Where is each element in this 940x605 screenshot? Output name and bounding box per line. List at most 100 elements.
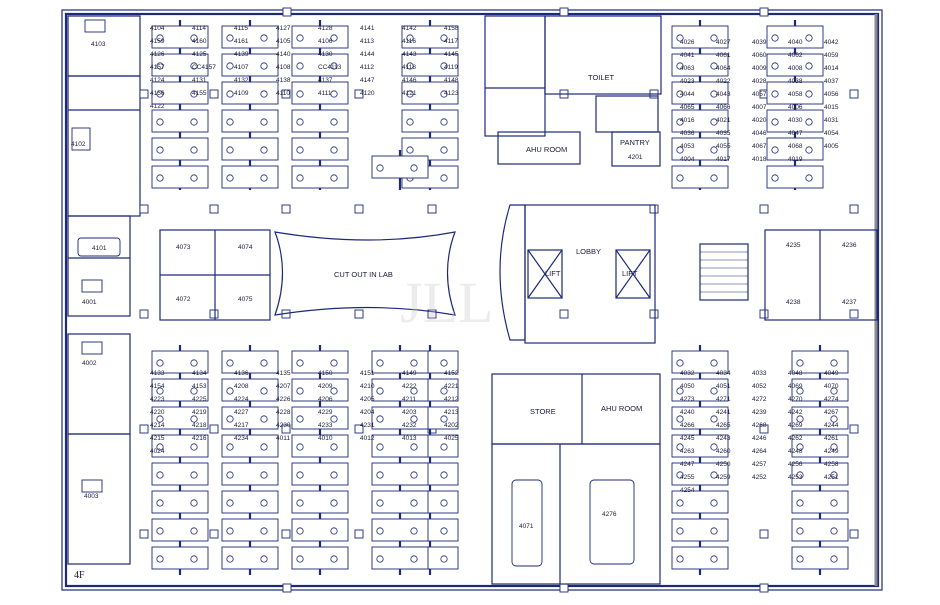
- desk-label: 4138: [276, 77, 291, 84]
- desk-label: 4202: [444, 422, 459, 429]
- desk-label: 4043: [716, 91, 731, 98]
- meeting-room-left: 4071: [519, 523, 534, 530]
- desk-label: 4035: [716, 130, 731, 137]
- desk-label: 4159: [150, 38, 165, 45]
- desk-label: 4223: [150, 396, 165, 403]
- lobby-core: [499, 204, 749, 344]
- desk-label: 4117: [444, 38, 458, 45]
- desk-label: 4068: [788, 143, 803, 150]
- desk-label: 4039: [752, 39, 767, 46]
- desk-label: 4111: [318, 90, 332, 97]
- desk-label: 4161: [234, 38, 249, 45]
- desk-label: 4148: [444, 77, 459, 84]
- outer-slab-edge: [61, 9, 883, 591]
- desk-label: 4037: [824, 78, 839, 85]
- desk-label: 4262: [788, 435, 803, 442]
- desk-label: 4025: [444, 435, 459, 442]
- desk-label: 4231: [360, 422, 375, 429]
- desk-label: 4267: [824, 409, 839, 416]
- cut-out-label: CUT OUT IN LAB: [334, 270, 393, 279]
- meeting-table-left: [511, 479, 543, 567]
- desk-label: 4046: [752, 130, 767, 137]
- desk-label: 4135: [276, 370, 291, 377]
- desk-label: 4213: [444, 409, 459, 416]
- desk-label: 4150: [318, 370, 333, 377]
- desk-label: 4144: [360, 51, 375, 58]
- desk-label: 4062: [788, 52, 803, 59]
- desk-label: 4034: [716, 370, 731, 377]
- desk-label: 4023: [680, 78, 695, 85]
- desk-label: 4051: [716, 383, 731, 390]
- desk-label: 4229: [318, 409, 333, 416]
- desk-label: 4054: [824, 130, 839, 137]
- desk-label: 4132: [234, 77, 249, 84]
- desk-label: 4271: [716, 396, 731, 403]
- desk-label: 4137: [318, 77, 333, 84]
- desk-label: 4123: [444, 90, 459, 97]
- desk-label: 4063: [680, 65, 695, 72]
- desk-label: 4022: [716, 78, 731, 85]
- desk-label: 4217: [234, 422, 249, 429]
- desk-label: 4245: [680, 435, 695, 442]
- desk-label: 4261: [824, 435, 839, 442]
- desk-label: 4021: [716, 117, 731, 124]
- desk-label: 4121: [402, 90, 417, 97]
- desk-label: 4040: [788, 39, 803, 46]
- desk-label: 4212: [444, 396, 459, 403]
- desk-label: 4215: [150, 435, 165, 442]
- desk-label: 4140: [276, 51, 291, 58]
- desk-label: 4156: [150, 90, 165, 97]
- desk-label: 4009: [752, 65, 767, 72]
- desk-label: 4042: [824, 39, 839, 46]
- desk-label: 4157: [150, 64, 165, 71]
- desk-label: 4127: [276, 25, 291, 32]
- mid-zone: [159, 229, 878, 321]
- room-lift-left: LIFT: [545, 269, 561, 278]
- desk-label: 4216: [192, 435, 207, 442]
- desk-label: 4134: [192, 370, 207, 377]
- workstation-clusters: [151, 20, 849, 575]
- watermark: JLL: [400, 270, 493, 335]
- desk-label: 4247: [680, 461, 695, 468]
- desk-label: 4274: [824, 396, 839, 403]
- desk-label: 4254: [680, 487, 695, 494]
- desk-label: 4131: [192, 77, 207, 84]
- quad-4073: 4073: [176, 244, 191, 251]
- desk-label: 4067: [752, 143, 767, 150]
- desk-label: 4126: [150, 51, 165, 58]
- quad-4237: 4237: [842, 299, 857, 306]
- desk-label: 4116: [402, 38, 416, 45]
- desk-label: 4119: [444, 64, 458, 71]
- desk-label: CC4157: [192, 64, 216, 71]
- desk-label: 4227: [234, 409, 249, 416]
- outer-wall: [64, 12, 880, 588]
- desk-label: 4027: [716, 39, 731, 46]
- desk-label: 4069: [788, 383, 803, 390]
- room-store: STORE: [530, 407, 556, 416]
- desk-label: 4044: [680, 91, 695, 98]
- desk-label: 4242: [788, 409, 803, 416]
- desk-label: 4106: [318, 38, 333, 45]
- office-4103: 4103: [91, 41, 106, 48]
- desk-label: 4033: [752, 370, 767, 377]
- desk-label: 4154: [150, 383, 165, 390]
- desk-label: 4239: [752, 409, 767, 416]
- desk-label: 4055: [716, 143, 731, 150]
- desk-label: 4122: [150, 103, 165, 110]
- quad-4075: 4075: [238, 296, 253, 303]
- desk-label: 4058: [788, 91, 803, 98]
- left-offices: [67, 15, 141, 565]
- desk-label: 4265: [716, 422, 731, 429]
- desk-label: 4206: [318, 396, 333, 403]
- desk-label: 4151: [360, 370, 375, 377]
- desk-label: 4065: [680, 104, 695, 111]
- desk-label: 4259: [716, 474, 731, 481]
- desk-label: 4049: [824, 370, 839, 377]
- desk-label: 4272: [752, 396, 767, 403]
- service-core-top: [484, 15, 662, 167]
- desk-label: 4220: [150, 409, 165, 416]
- desk-label: 4225: [192, 396, 207, 403]
- desk-label: 4056: [824, 91, 839, 98]
